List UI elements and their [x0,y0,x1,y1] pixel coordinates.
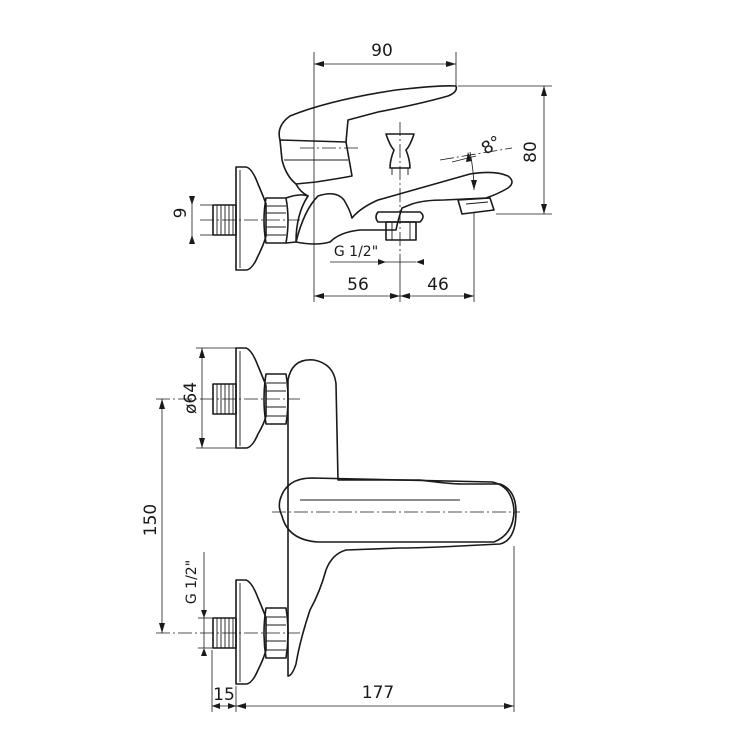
dim-inlet-thread-label: G 1/2" [184,560,200,604]
dim-left-offset-label: 56 [347,275,369,295]
dim-right-offset-label: 46 [427,275,449,295]
dim-offsets: 56 46 [314,266,474,302]
dim-flange-diameter: ø64 [181,347,236,449]
dim-top-width: 90 [314,41,456,67]
side-hex-nut [263,197,289,244]
dim-flange-diameter-label: ø64 [181,382,201,414]
dim-flange-depth-label: 9 [171,208,191,219]
front-mixer-body [278,359,517,677]
dim-center-distance-label: 150 [141,504,161,536]
dim-wall-offset-label: 15 [213,685,235,705]
front-lower-flange [235,579,267,685]
dim-height-label: 80 [521,141,541,163]
dim-height: 80 [521,86,547,214]
side-view: 90 80 8° 9 G 1 [171,41,552,302]
dim-thread-side-label: G 1/2" [334,244,378,260]
front-view: ø64 150 G 1/2" 15 [141,347,520,712]
side-diverter-knob [385,133,415,175]
dim-spout-angle-label: 8° [478,132,505,159]
dim-inlet-thread: G 1/2" [184,552,213,656]
side-mixer-body [279,139,513,245]
dim-bottom-lengths: 15 177 [211,546,515,712]
dim-center-distance: 150 [141,399,165,633]
dim-flange-depth: 9 [171,196,195,244]
side-lever-handle [278,85,458,143]
side-aerator [457,197,495,215]
dim-top-width-label: 90 [371,41,393,61]
front-upper-flange [235,347,267,449]
dim-spout-angle: 8° [451,132,505,191]
dim-thread-side: G 1/2" [330,244,424,265]
dim-total-length-label: 177 [362,683,394,703]
side-shower-outlet [375,211,424,241]
side-wall-flange [235,166,267,271]
